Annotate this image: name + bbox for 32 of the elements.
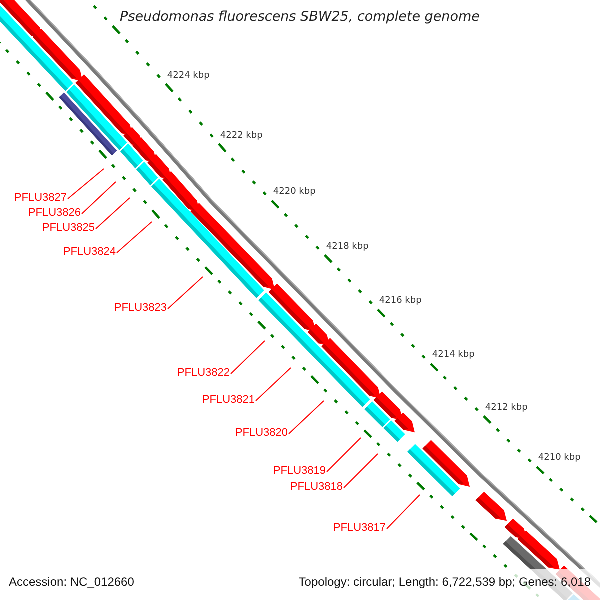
- leader-line: [168, 276, 204, 310]
- gene-label: PFLU3825: [42, 222, 95, 235]
- scale-label: 4224 kbp: [167, 70, 210, 82]
- gene-label: PFLU3827: [14, 192, 67, 205]
- leader-line: [68, 168, 104, 200]
- gene-label: PFLU3822: [177, 367, 230, 380]
- gene-label: PFLU3824: [63, 246, 116, 259]
- leader-line: [344, 454, 378, 488]
- leader-line: [326, 438, 362, 472]
- leader-line: [116, 222, 152, 254]
- scale-label: 4220 kbp: [273, 187, 316, 198]
- gene-label: PFLU3821: [202, 394, 255, 407]
- genome-summary-text: Topology: circular; Length: 6,722,539 bp; Genes: 6,018: [298, 575, 591, 590]
- leader-line: [288, 400, 324, 434]
- gene-label: PFLU3820: [235, 427, 288, 440]
- scale-label: 4216 kbp: [379, 296, 422, 308]
- leader-line: [230, 340, 266, 374]
- scale-label: 4214 kbp: [432, 350, 475, 362]
- leader-line: [96, 198, 130, 230]
- gene-label: PFLU3826: [28, 207, 81, 220]
- gene-label: PFLU3817: [333, 522, 386, 535]
- gene-label: PFLU3823: [114, 302, 167, 315]
- scale-label: 4218 kbp: [326, 242, 369, 253]
- leader-line: [82, 182, 116, 214]
- scale-label: 4212 kbp: [485, 402, 528, 414]
- gene-label: PFLU3818: [290, 481, 343, 494]
- scale-label: 4210 kbp: [538, 453, 581, 464]
- scale-label: 4222 kbp: [220, 130, 263, 142]
- leader-line: [256, 368, 292, 402]
- gene-label: PFLU3819: [273, 465, 326, 478]
- accession-text: Accession: NC_012660: [9, 575, 134, 590]
- leader-line: [386, 494, 420, 530]
